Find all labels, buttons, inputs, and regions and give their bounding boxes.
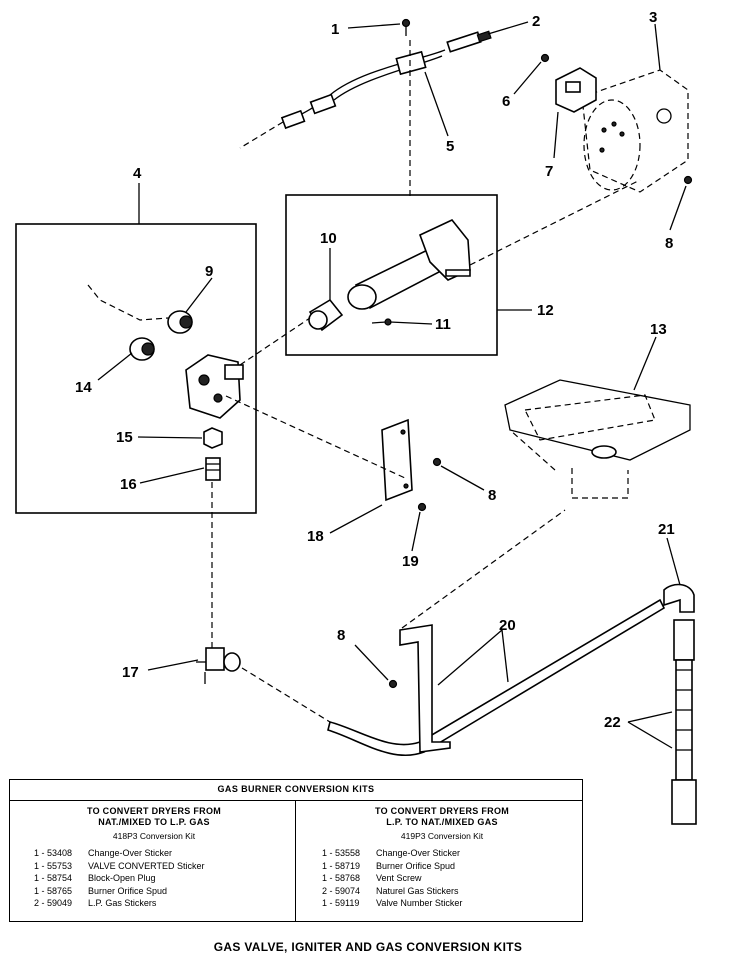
kit-row: 2 - 59049 L.P. Gas Stickers [14,897,294,910]
screw-part-1 [401,18,411,36]
coil-part-14 [129,337,155,361]
callout-3: 3 [649,9,657,26]
screw-part-8-bottom [388,679,398,689]
kit-row-qty: 1 - 59119 [322,898,360,908]
kit-row-desc: Vent Screw [376,873,422,883]
kit-column-to-natural: TO CONVERT DRYERS FROM L.P. TO NAT./MIXE… [302,806,582,910]
kit-row-qty: 1 - 58765 [34,885,73,896]
callout-9: 9 [205,263,213,280]
callout-12: 12 [537,302,554,319]
kit-heading-line2: L.P. TO NAT./MIXED GAS [386,817,498,827]
kit-number: 419P3 Conversion Kit [400,831,484,841]
igniter-harness-part-5 [239,49,446,149]
burner-housing-part-3 [581,69,689,193]
callout-11: 11 [435,316,451,333]
callout-8-top: 8 [665,235,673,252]
kit-row-qty: 1 - 53408 [34,848,73,858]
igniter-plug-part-2 [446,30,492,53]
callout-7: 7 [545,163,553,180]
kit-row: 1 - 58719 Burner Orifice Spud [302,860,582,873]
kit-row: 1 - 58765 Burner Orifice Spud [14,885,294,898]
kit-row-desc: Valve Number Sticker [376,898,463,908]
kit-row: 1 - 53408 Change-Over Sticker [14,847,294,860]
vent-screw-part-11 [371,318,392,326]
base-plate-part-13 [504,379,691,499]
kit-row-qty: 1 - 58754 [34,873,73,883]
kit-row: 1 - 55753 VALVE CONVERTED Sticker [14,860,294,873]
callout-5: 5 [446,138,454,155]
burner-assembly-box [285,194,498,356]
callout-labels: 1 2 3 4 5 6 7 8 9 10 11 12 13 14 15 16 8… [75,9,675,731]
kit-row-desc: VALVE CONVERTED Sticker [88,860,205,871]
kit-row: 2 - 59074 Naturel Gas Stickers [302,885,582,898]
nut-part-15 [203,427,223,449]
kit-row-desc: Change-Over Sticker [376,848,461,858]
kit-row-desc: Burner Orifice Spud [376,860,456,871]
callout-1: 1 [331,21,339,38]
callout-15: 15 [116,429,133,446]
kits-divider-horizontal [10,800,582,801]
shutoff-valve-part-17 [196,647,241,684]
kit-row-qty: 1 - 58719 [322,860,361,871]
flame-sensor-part-7 [555,67,597,113]
gas-pipe-part-20 [327,598,666,757]
kit-row-desc: Burner Orifice Spud [88,885,168,896]
assembly-dashed-lines [211,40,641,723]
diagram-caption: GAS VALVE, IGNITER AND GAS CONVERSION KI… [213,940,523,954]
kit-row-qty: 1 - 58768 [322,873,361,883]
kit-row-desc: L.P. Gas Stickers [88,898,157,908]
callout-4: 4 [133,165,142,182]
burner-orifice-part-10 [308,298,344,332]
kit-heading-line1: TO CONVERT DRYERS FROM [86,806,222,816]
callout-13: 13 [650,321,667,338]
wire-dashed-9-14 [87,284,169,321]
screw-part-19 [417,502,427,512]
callout-20: 20 [499,617,516,634]
callout-8-mid: 8 [488,487,496,504]
valve-assembly-box [15,223,257,514]
kits-title: GAS BURNER CONVERSION KITS [217,784,375,794]
kit-heading-line2: NAT./MIXED TO L.P. GAS [98,817,210,827]
callout-16: 16 [120,476,137,493]
kit-row: 1 - 53558 Change-Over Sticker [302,847,582,860]
leader-lines [97,21,687,749]
screw-part-6 [540,53,550,63]
kit-row: 1 - 58754 Block-Open Plug [14,872,294,885]
screw-part-8-mid [432,457,442,467]
kit-row-qty: 1 - 55753 [34,860,73,871]
callout-14: 14 [75,379,92,396]
conversion-kits-table: GAS BURNER CONVERSION KITS TO CONVERT DR… [9,779,583,922]
callout-19: 19 [402,553,419,570]
callout-21: 21 [658,521,675,538]
fitting-part-16 [205,457,221,481]
callout-6: 6 [502,93,510,110]
gas-valve-body [185,354,244,419]
kits-divider-vertical [295,800,296,921]
kit-row: 1 - 58768 Vent Screw [302,872,582,885]
kit-row-desc: Naturel Gas Stickers [376,885,459,896]
kit-row-desc: Block-Open Plug [88,873,156,883]
callout-8-bottom: 8 [337,627,345,644]
kit-row-qty: 1 - 53558 [322,848,361,858]
callout-2: 2 [532,13,540,30]
callout-10: 10 [320,230,337,247]
kit-heading-line1: TO CONVERT DRYERS FROM [374,806,510,816]
callout-22: 22 [604,714,621,731]
kit-column-to-lp: TO CONVERT DRYERS FROM NAT./MIXED TO L.P… [14,806,294,910]
kit-row-qty: 2 - 59074 [322,885,361,896]
kit-row-qty: 2 - 59049 [34,898,73,908]
callout-17: 17 [122,664,139,681]
kit-row: 1 - 59119 Valve Number Sticker [302,897,582,910]
kit-row-desc: Change-Over Sticker [88,848,173,858]
elbow-part-21 [663,583,695,613]
valve-bracket-part-18 [381,418,413,502]
burner-tube-part-12 [347,219,471,310]
screw-part-8-top [683,175,693,185]
coil-part-9 [167,310,193,334]
flex-hose-part-22 [671,619,697,825]
kit-number: 418P3 Conversion Kit [112,831,196,841]
callout-18: 18 [307,528,324,545]
